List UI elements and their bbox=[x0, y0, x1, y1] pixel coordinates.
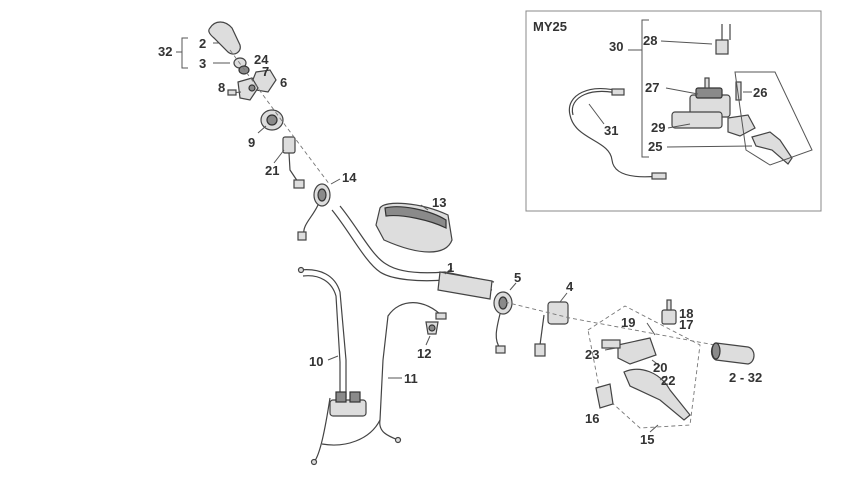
callout-23: 23 bbox=[585, 347, 599, 362]
callout-25: 25 bbox=[648, 139, 662, 154]
throttle-cable-10 bbox=[297, 266, 347, 466]
callout-5: 5 bbox=[514, 270, 521, 285]
callout-3: 3 bbox=[199, 56, 206, 71]
leader-23 bbox=[604, 347, 617, 351]
leader-14 bbox=[330, 178, 341, 185]
leader-29 bbox=[667, 123, 691, 129]
handlebar-right-end bbox=[437, 271, 493, 300]
callout-2: 2 bbox=[199, 36, 206, 51]
inset-cable bbox=[568, 88, 661, 178]
leader-10 bbox=[327, 355, 339, 361]
callout-29: 29 bbox=[651, 120, 665, 135]
brake-lever bbox=[623, 368, 691, 421]
master-cylinder bbox=[601, 337, 691, 421]
callout-12: 12 bbox=[417, 346, 431, 361]
switch-21 bbox=[282, 136, 305, 189]
callout-14: 14 bbox=[342, 170, 357, 185]
leader-12 bbox=[425, 335, 431, 346]
throttle-housing bbox=[237, 69, 277, 101]
part-16 bbox=[595, 383, 614, 409]
leader-31 bbox=[588, 103, 605, 125]
switch-17-18 bbox=[661, 299, 677, 325]
callout-10: 10 bbox=[309, 354, 323, 369]
inset-lever-outline bbox=[734, 71, 813, 166]
callout-26: 26 bbox=[753, 85, 767, 100]
leader-25 bbox=[666, 145, 753, 148]
bracket-30 bbox=[641, 19, 649, 158]
switch-14 bbox=[297, 183, 331, 241]
bracket-32 bbox=[181, 37, 188, 69]
right-axis bbox=[504, 301, 721, 347]
callout-20: 20 bbox=[653, 360, 667, 375]
leader-1 bbox=[444, 267, 453, 275]
handlebar-pad-13 bbox=[375, 202, 453, 253]
left-axis bbox=[229, 49, 331, 186]
callout-16: 16 bbox=[585, 411, 599, 426]
leader-21 bbox=[273, 149, 285, 164]
switch-4 bbox=[534, 301, 569, 357]
handlebar-upper bbox=[331, 209, 493, 291]
leader-4 bbox=[559, 292, 568, 303]
lever-assembly-outline bbox=[587, 305, 701, 429]
callout-28: 28 bbox=[643, 33, 657, 48]
callout-9: 9 bbox=[248, 135, 255, 150]
left-grip bbox=[208, 21, 250, 75]
callout-17: 17 bbox=[679, 317, 693, 332]
callout-27: 27 bbox=[645, 80, 659, 95]
callout-13: 13 bbox=[432, 195, 446, 210]
callout-21: 21 bbox=[265, 163, 279, 178]
switch-5 bbox=[493, 291, 513, 354]
leader-27 bbox=[665, 87, 699, 95]
leader-15 bbox=[649, 424, 659, 433]
callout-7: 7 bbox=[262, 64, 269, 79]
callout-11: 11 bbox=[404, 371, 418, 386]
callout-6: 6 bbox=[280, 75, 287, 90]
callout-31: 31 bbox=[604, 123, 618, 138]
handlebar-lower bbox=[339, 205, 495, 283]
callout-18: 18 bbox=[679, 306, 693, 321]
callout-30: 30 bbox=[609, 39, 623, 54]
inset-master-cylinder bbox=[671, 24, 793, 165]
leader-20 bbox=[651, 359, 661, 367]
callout-2-32: 2 - 32 bbox=[729, 370, 762, 385]
callout-19: 19 bbox=[621, 315, 635, 330]
cable-11 bbox=[321, 302, 447, 446]
leader-13 bbox=[420, 204, 429, 211]
clip-12 bbox=[425, 321, 439, 335]
callout-8: 8 bbox=[218, 80, 225, 95]
callout-15: 15 bbox=[640, 432, 654, 447]
throttle-body-clamp bbox=[329, 391, 367, 417]
right-grip bbox=[710, 342, 755, 365]
leader-9 bbox=[257, 125, 267, 134]
callout-22: 22 bbox=[661, 373, 675, 388]
leader-19 bbox=[646, 322, 656, 336]
leader-28 bbox=[660, 40, 713, 45]
screw-8 bbox=[227, 89, 237, 96]
callout-32: 32 bbox=[158, 44, 172, 59]
callout-4: 4 bbox=[566, 279, 574, 294]
callout-1: 1 bbox=[447, 260, 454, 275]
callout-24: 24 bbox=[254, 52, 269, 67]
leader-5 bbox=[509, 282, 517, 291]
my25-title: MY25 bbox=[533, 19, 567, 34]
my25-inset-frame bbox=[525, 10, 822, 212]
leader-22 bbox=[659, 375, 668, 381]
